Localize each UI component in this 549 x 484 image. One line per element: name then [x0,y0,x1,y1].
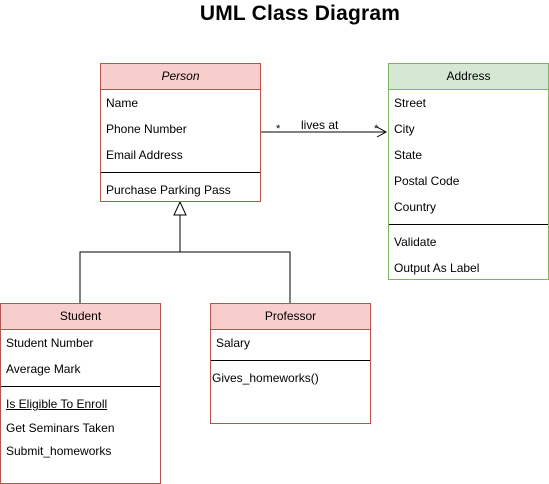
diagram-title: UML Class Diagram [199,2,401,25]
address-operation-output-as-label: Output As Label [394,261,480,275]
class-professor-name: Professor [211,304,370,330]
address-attribute-state: State [394,148,423,162]
address-attribute-city: City [394,122,415,136]
class-address-name: Address [389,64,548,90]
person-attribute-email: Email Address [106,148,183,162]
professor-operation-gives-homeworks: Gives_homeworks() [212,371,319,385]
person-attribute-phone: Phone Number [106,122,187,136]
generalization-line-student[interactable] [79,215,181,303]
class-student[interactable]: Student Student Number Average Mark Is E… [0,303,161,484]
generalization-arrowhead [173,200,187,216]
student-operation-is-eligible-to-enroll: Is Eligible To Enroll [6,397,108,411]
student-operation-submit-homeworks: Submit_homeworks [6,444,112,458]
association-arrowhead [376,126,388,138]
person-attribute-name: Name [106,96,139,110]
address-compartment-divider [389,224,548,225]
address-operation-validate: Validate [394,235,437,249]
student-attribute-average-mark: Average Mark [6,362,81,376]
professor-compartment-divider [211,360,370,361]
class-person[interactable]: Person Name Phone Number Email Address P… [100,63,261,202]
class-professor[interactable]: Professor Salary Gives_homeworks() [210,303,371,424]
person-operation-purchase-parking-pass: Purchase Parking Pass [106,183,231,197]
address-attribute-street: Street [394,96,427,110]
source-multiplicity: * [276,123,281,135]
student-operation-get-seminars-taken: Get Seminars Taken [6,421,115,435]
generalization-line-professor[interactable] [180,251,291,303]
target-multiplicity: * [374,123,379,135]
student-compartment-divider [1,386,160,387]
professor-attribute-salary: Salary [216,336,251,350]
address-attribute-postal-code: Postal Code [394,174,460,188]
class-address[interactable]: Address Street City State Postal Code Co… [388,63,549,280]
class-person-name: Person [101,64,260,90]
class-student-name: Student [1,304,160,330]
association-label: lives at [301,118,339,132]
address-attribute-country: Country [394,200,437,214]
person-compartment-divider [101,172,260,173]
student-attribute-student-number: Student Number [6,336,94,350]
